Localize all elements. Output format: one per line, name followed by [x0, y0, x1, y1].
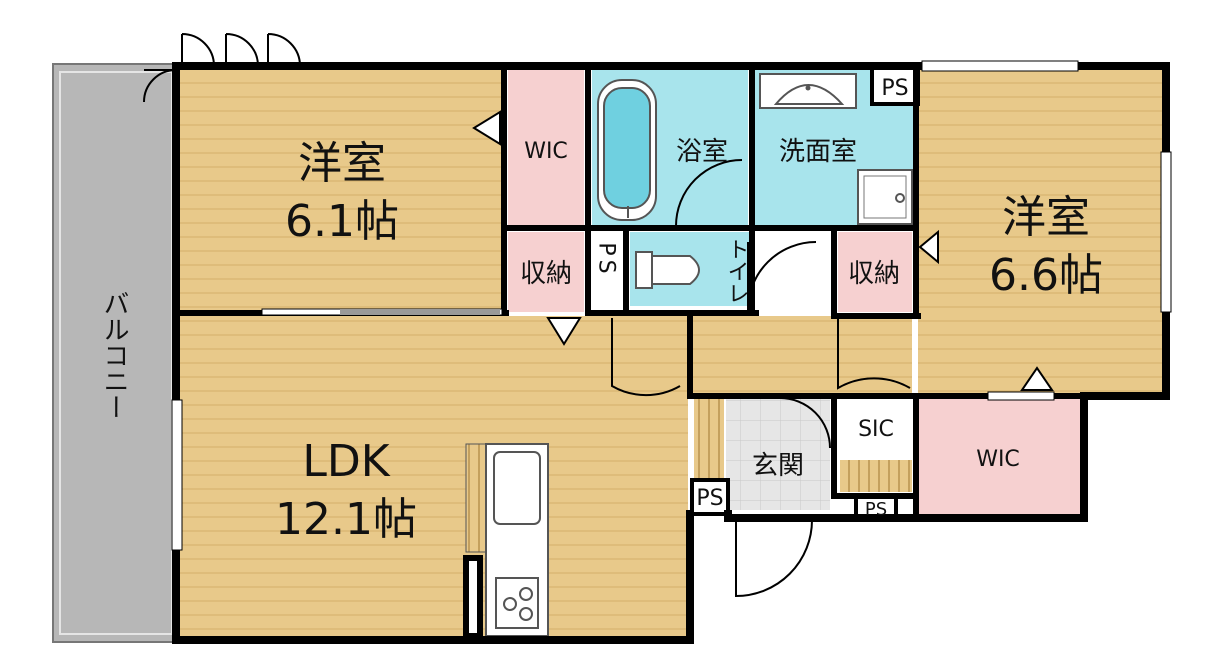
- wic-left: [508, 70, 584, 226]
- label-balcony: バルコニー: [99, 290, 129, 420]
- label-wic-left: WIC: [524, 139, 568, 164]
- toilet-fixture: [635, 251, 700, 289]
- kitchen: [463, 443, 549, 639]
- label-toilet: トイレ: [724, 238, 749, 304]
- washer-pan: [857, 169, 913, 225]
- label-sic: SIC: [858, 417, 894, 442]
- label-ps-bottom: PS: [865, 499, 887, 520]
- room-western-right: [918, 68, 1164, 394]
- label-bath: 浴室: [676, 137, 728, 167]
- label-ps-vertical: PS: [594, 242, 619, 277]
- label-western-left-name: 洋室: [298, 138, 386, 189]
- ps-vertical: [590, 232, 624, 312]
- ps-entrance-box: [690, 478, 730, 516]
- label-ps-entrance: PS: [696, 486, 723, 511]
- wic-right: [918, 398, 1080, 516]
- entrance: [726, 398, 830, 510]
- label-storage-left: 収納: [520, 259, 572, 289]
- bathtub: [597, 79, 657, 221]
- label-western-right-size: 6.6帖: [989, 250, 1103, 301]
- windows: [171, 60, 1172, 551]
- room-ldk: [180, 316, 688, 638]
- hallway: [612, 316, 832, 394]
- label-wic-right: WIC: [976, 447, 1020, 472]
- label-entrance: 玄関: [752, 451, 804, 481]
- room-western-left: [180, 68, 502, 311]
- label-ldk-name: LDK: [302, 436, 390, 487]
- washbasin: [759, 73, 857, 109]
- label-ldk-size: 12.1帖: [275, 494, 417, 545]
- storage-left: [508, 232, 584, 312]
- label-washroom: 洗面室: [779, 137, 857, 167]
- label-storage-right: 収納: [848, 259, 900, 289]
- door-swings: [143, 33, 911, 598]
- label-ps-top: PS: [881, 76, 908, 101]
- balcony: [52, 63, 178, 643]
- storage-right: [838, 232, 912, 312]
- label-western-right-name: 洋室: [1002, 192, 1090, 243]
- label-western-left-size: 6.1帖: [285, 196, 399, 247]
